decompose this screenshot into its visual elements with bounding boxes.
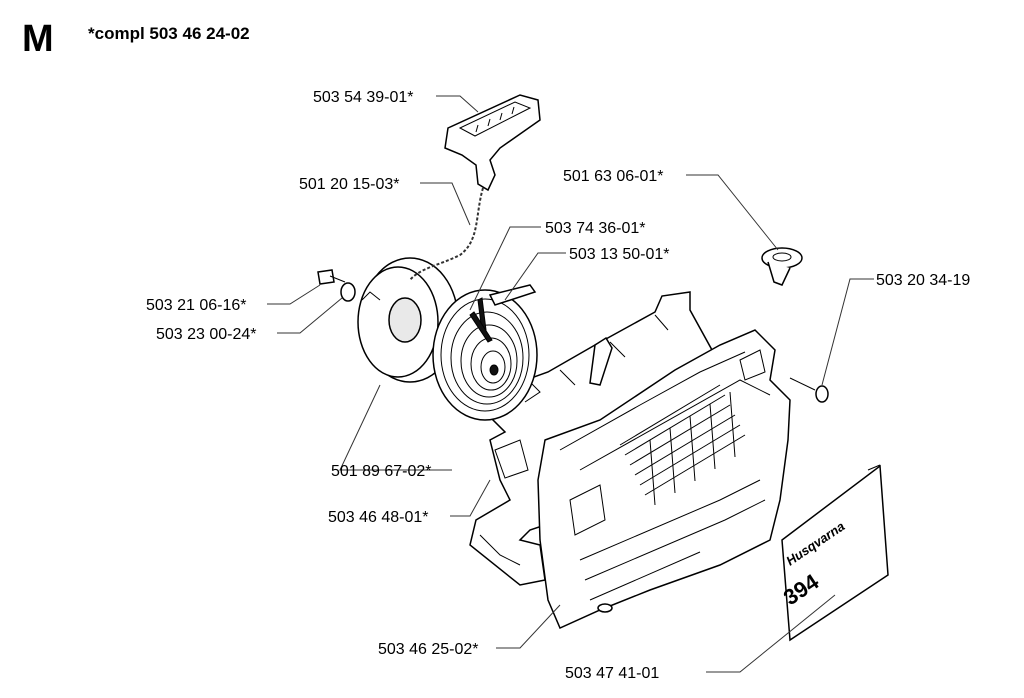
part-labels: 503 54 39-01* 501 20 15-03* 503 74 36-01… <box>146 89 970 682</box>
spring-cassette <box>432 284 538 421</box>
label-cover-screw: 503 20 34-19 <box>876 272 970 289</box>
decal: Husqvarna 394 <box>779 464 889 642</box>
leader-lines <box>267 95 874 673</box>
label-cord-guide: 501 63 06-01* <box>563 168 664 185</box>
cover-screw <box>789 377 829 403</box>
label-handle: 503 54 39-01* <box>313 89 414 106</box>
screw-and-washer <box>317 269 356 302</box>
label-cord: 501 20 15-03* <box>299 176 400 193</box>
label-washer: 503 23 00-24* <box>156 326 257 343</box>
starter-handle <box>409 94 541 281</box>
starter-cover <box>469 291 791 629</box>
label-decal: 503 47 41-01 <box>565 665 659 682</box>
label-screw: 503 21 06-16* <box>146 297 247 314</box>
label-bracket: 503 46 48-01* <box>328 509 429 526</box>
label-pulley: 501 89 67-02* <box>331 463 432 480</box>
label-spring-cassette: 503 13 50-01* <box>569 246 670 263</box>
assembly-number: *compl 503 46 24-02 <box>88 24 250 43</box>
cord-guide <box>761 247 803 286</box>
label-cover: 503 46 25-02* <box>378 641 479 658</box>
section-letter: M <box>22 18 54 60</box>
label-spring: 503 74 36-01* <box>545 220 646 237</box>
